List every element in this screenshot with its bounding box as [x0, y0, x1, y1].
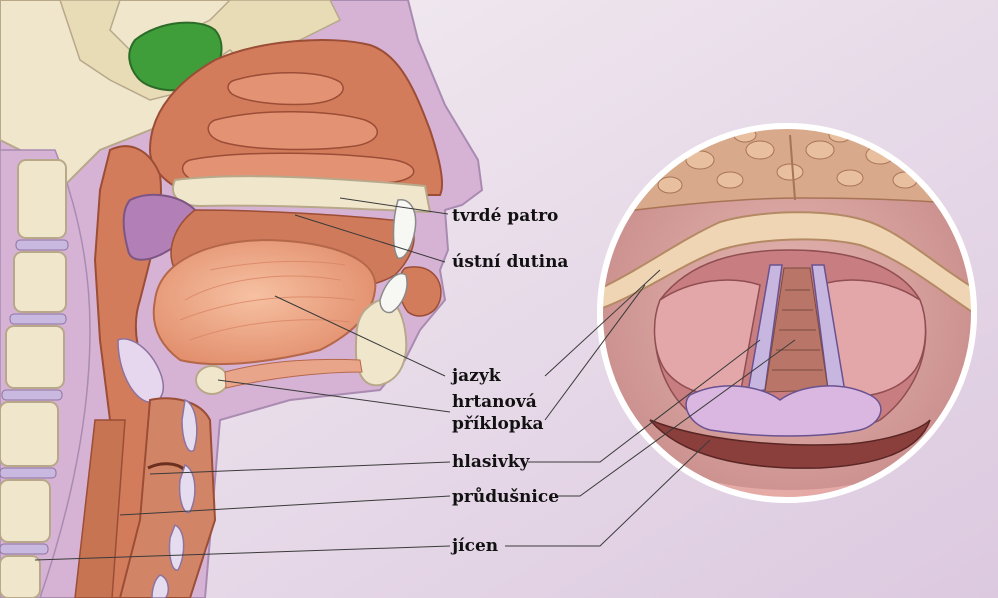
leader-jazyk-right: [544, 269, 661, 377]
tongue-fibers: [179, 260, 356, 341]
vocal-fold-line: [147, 462, 186, 472]
intervertebral-discs: [0, 239, 69, 555]
label-hlasivky: hlasivky: [452, 452, 530, 472]
leader-prudusnice-right: [555, 339, 796, 497]
larynx-inset: [597, 123, 977, 503]
tongue-midline: [789, 134, 796, 201]
esophagus: [74, 419, 126, 598]
esophagus-opening: [649, 419, 931, 469]
leader-prudusnice-left: [119, 495, 451, 516]
label-hrtanova-line2: příklopka: [452, 414, 544, 434]
trachea-rings-view: [772, 289, 823, 371]
lower-jaw: [354, 298, 408, 387]
hyoid-strap: [224, 358, 363, 389]
leader-lines: [34, 197, 796, 561]
arytenoids: [685, 385, 882, 437]
hyoid-bone: [195, 365, 229, 395]
label-jazyk: jazyk: [452, 366, 501, 386]
leader-hlasivky-left: [149, 461, 451, 475]
epiglottis-inset: [600, 211, 974, 317]
vertebrae: [0, 159, 67, 598]
leader-tvrde-patro: [339, 197, 449, 215]
leader-jazyk: [274, 295, 446, 377]
upper-tooth: [392, 199, 417, 259]
leader-hrtanova-right: [544, 284, 646, 421]
turbinate-upper: [227, 71, 344, 106]
leader-hlasivky-right: [528, 339, 761, 463]
label-jicen: jícen: [452, 536, 499, 556]
label-ustni-dutina: ústní dutina: [452, 252, 569, 272]
leader-ustni-dutina: [294, 214, 446, 263]
leader-hrtanova: [217, 379, 451, 413]
trachea-cartilage: [151, 398, 198, 598]
hard-palate-bone: [172, 175, 432, 214]
leader-jicen-right: [505, 439, 711, 547]
lower-tooth: [379, 273, 408, 314]
label-tvrde-patro: tvrdé patro: [452, 206, 559, 226]
label-hrtanova-line1: hrtanová: [452, 392, 537, 412]
leader-jicen-left: [34, 545, 451, 561]
label-prudusnice: průdušnice: [452, 487, 560, 507]
turbinate-middle: [207, 110, 378, 151]
